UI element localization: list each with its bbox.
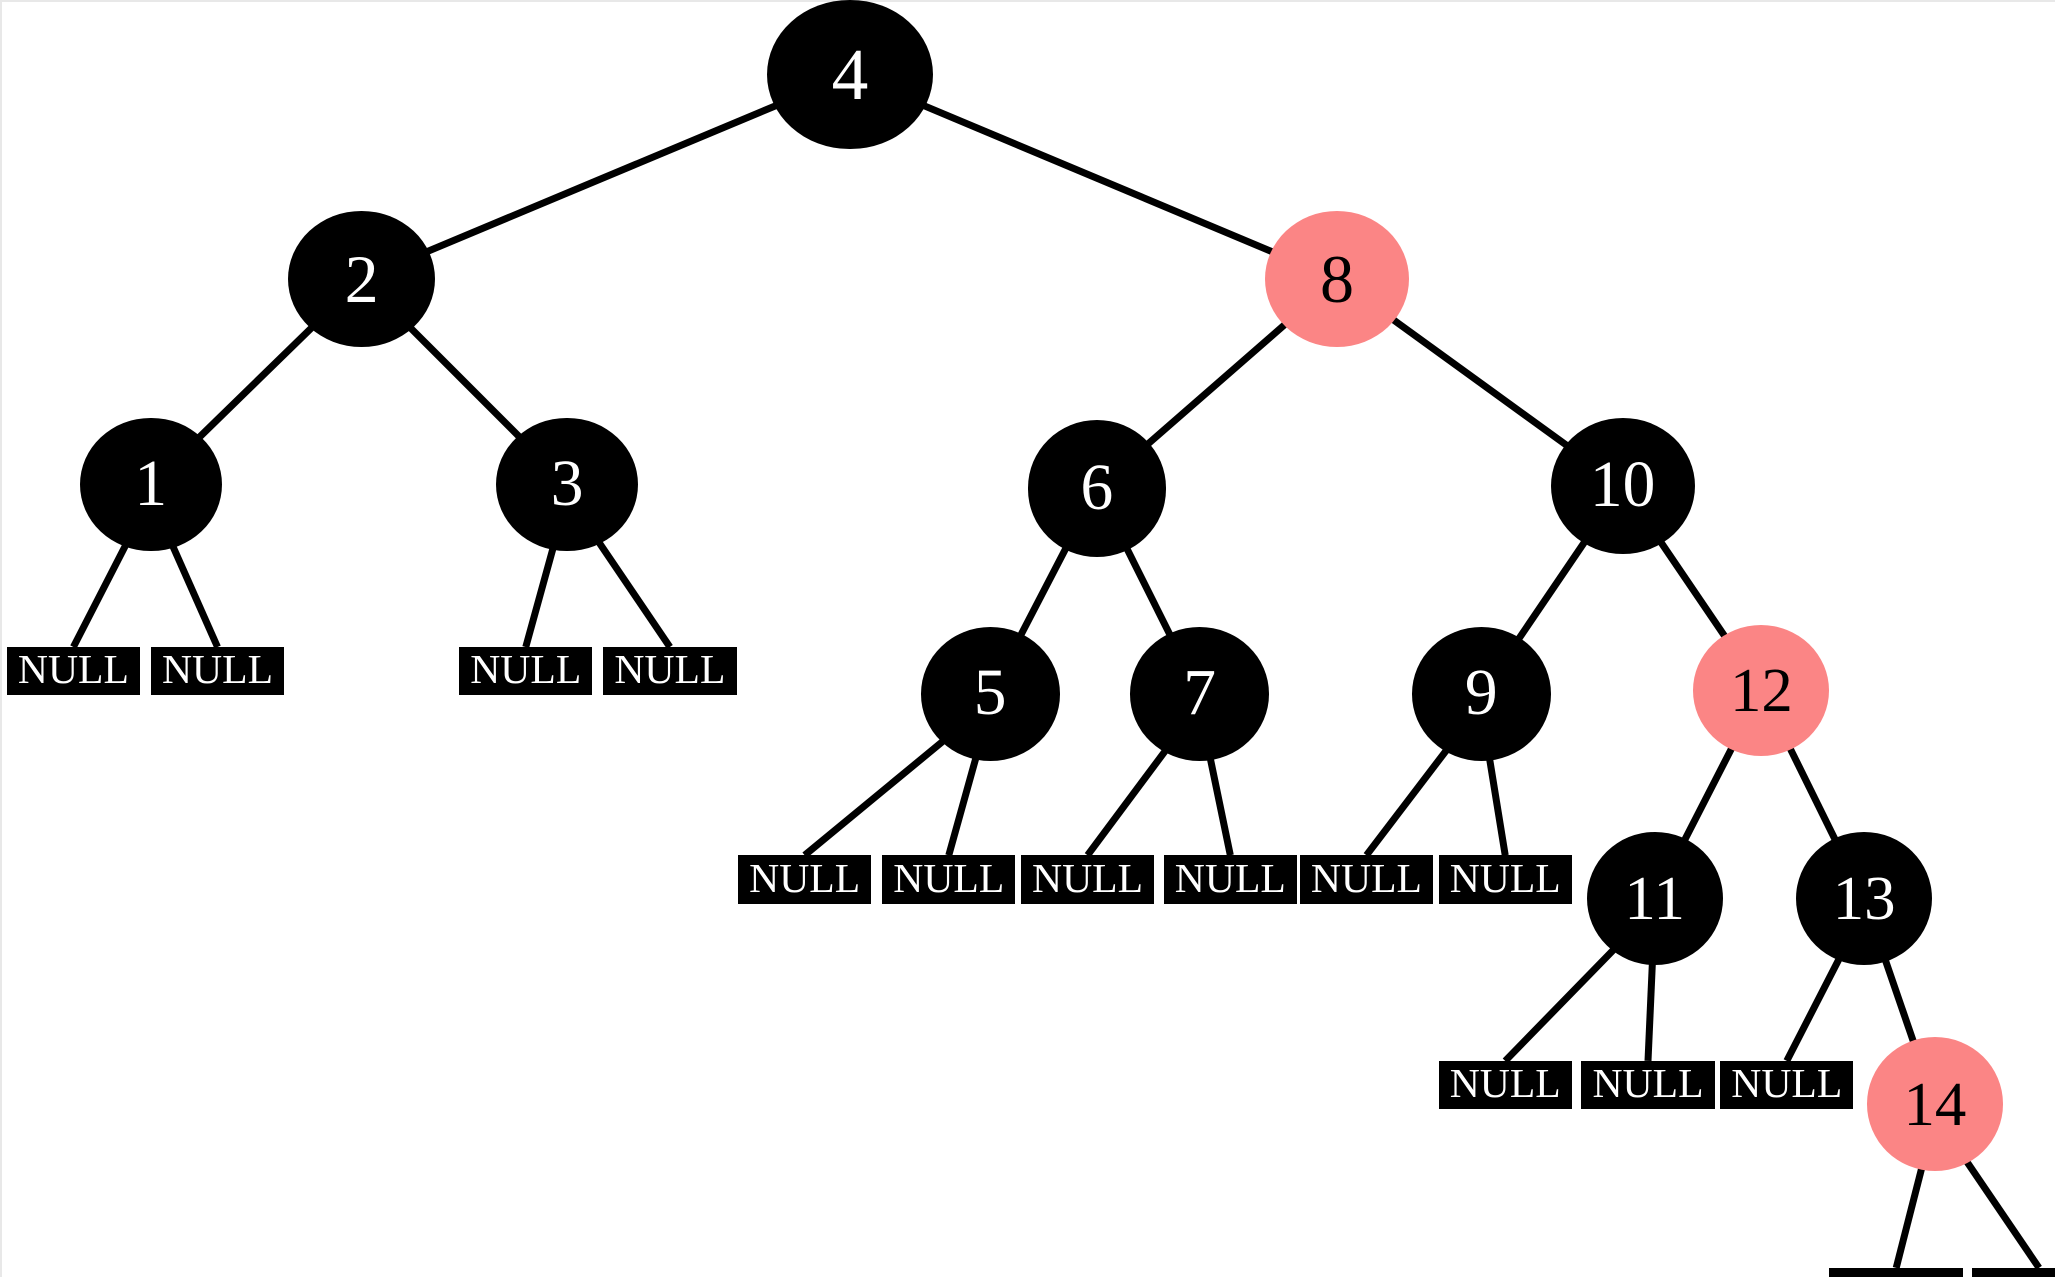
tree-null-leaf: NULL xyxy=(882,855,1016,904)
tree-edge xyxy=(595,540,673,649)
tree-node-4[interactable]: 4 xyxy=(767,0,933,150)
tree-edge xyxy=(425,101,779,256)
tree-edge xyxy=(522,547,557,648)
tree-node-10[interactable]: 10 xyxy=(1550,417,1695,554)
tree-null-leaf: NULL xyxy=(1581,1060,1715,1110)
tree-node-1[interactable]: 1 xyxy=(80,417,222,552)
tree-null-leaf: NULL xyxy=(6,647,141,696)
tree-node-3[interactable]: 3 xyxy=(496,417,638,552)
tree-edge xyxy=(1144,321,1289,448)
tree-node-6[interactable]: 6 xyxy=(1027,420,1167,557)
tree-node-9[interactable]: 9 xyxy=(1411,627,1551,761)
tree-node-11[interactable]: 11 xyxy=(1586,831,1723,966)
tree-null-leaf: NULL xyxy=(1299,855,1434,904)
tree-node-5[interactable]: 5 xyxy=(920,627,1060,761)
tree-edge xyxy=(1681,745,1736,843)
tree-node-8[interactable]: 8 xyxy=(1265,210,1410,348)
tree-edge xyxy=(169,544,221,649)
tree-node-13[interactable]: 13 xyxy=(1796,831,1933,966)
tree-edge xyxy=(1206,757,1234,856)
tree-edge xyxy=(1963,1159,2042,1270)
canvas-left-border xyxy=(0,0,2,1277)
tree-null-leaf: NULL xyxy=(603,647,737,696)
tree-edge xyxy=(1783,956,1843,1063)
tree-node-label: 13 xyxy=(1832,863,1896,934)
tree-edge xyxy=(1502,946,1617,1064)
tree-edge xyxy=(196,324,315,441)
tree-null-leaf: NULL xyxy=(459,647,593,696)
tree-null-leaf: NULL xyxy=(1020,855,1155,904)
tree-edge xyxy=(1644,963,1656,1062)
tree-edge xyxy=(945,756,980,857)
tree-edge xyxy=(1123,546,1174,638)
tree-null-leaf: NULL xyxy=(1438,855,1572,904)
tree-null-leaf: NULL xyxy=(1829,1267,1963,1277)
tree-node-label: 12 xyxy=(1729,654,1793,725)
tree-edge xyxy=(1881,958,1918,1044)
tree-edge xyxy=(1657,539,1729,640)
tree-edge xyxy=(921,101,1275,256)
tree-node-label: 3 xyxy=(550,447,584,520)
tree-edge xyxy=(1390,316,1570,449)
tree-edge xyxy=(1515,539,1588,642)
tree-node-12[interactable]: 12 xyxy=(1693,624,1830,756)
tree-edge xyxy=(802,738,946,858)
tree-node-label: 6 xyxy=(1080,451,1114,524)
tree-node-label: 1 xyxy=(134,447,168,520)
tree-node-label: 7 xyxy=(1183,657,1216,730)
tree-null-leaf: NULL xyxy=(1163,855,1298,904)
tree-node-label: 14 xyxy=(1903,1068,1967,1139)
tree-edge xyxy=(407,324,523,440)
tree-node-2[interactable]: 2 xyxy=(288,210,435,348)
tree-node-label: 11 xyxy=(1624,863,1685,934)
tree-node-label: 8 xyxy=(1320,240,1355,317)
tree-edge xyxy=(1363,747,1450,858)
tree-null-leaf: NULL xyxy=(1720,1060,1854,1110)
tree-edge xyxy=(1084,748,1169,858)
tree-node-label: 4 xyxy=(831,33,869,115)
tree-edge xyxy=(70,543,129,649)
tree-null-leaf: NULL xyxy=(737,855,872,904)
tree-edge xyxy=(1892,1166,1926,1269)
tree-node-label: 9 xyxy=(1464,657,1498,730)
tree-edge xyxy=(1486,757,1509,856)
tree-node-14[interactable]: 14 xyxy=(1866,1037,2003,1171)
tree-node-7[interactable]: 7 xyxy=(1130,627,1270,761)
tree-edge xyxy=(1017,545,1070,638)
tree-null-leaf: NULL xyxy=(150,647,285,696)
tree-node-label: 2 xyxy=(344,240,379,317)
tree-null-leaf: NULL xyxy=(1972,1267,2055,1277)
tree-edge xyxy=(1786,746,1839,842)
tree-node-label: 10 xyxy=(1589,449,1656,522)
canvas-top-border xyxy=(0,0,2055,2)
tree-null-leaf: NULL xyxy=(1438,1060,1572,1110)
tree-node-label: 5 xyxy=(973,657,1007,730)
